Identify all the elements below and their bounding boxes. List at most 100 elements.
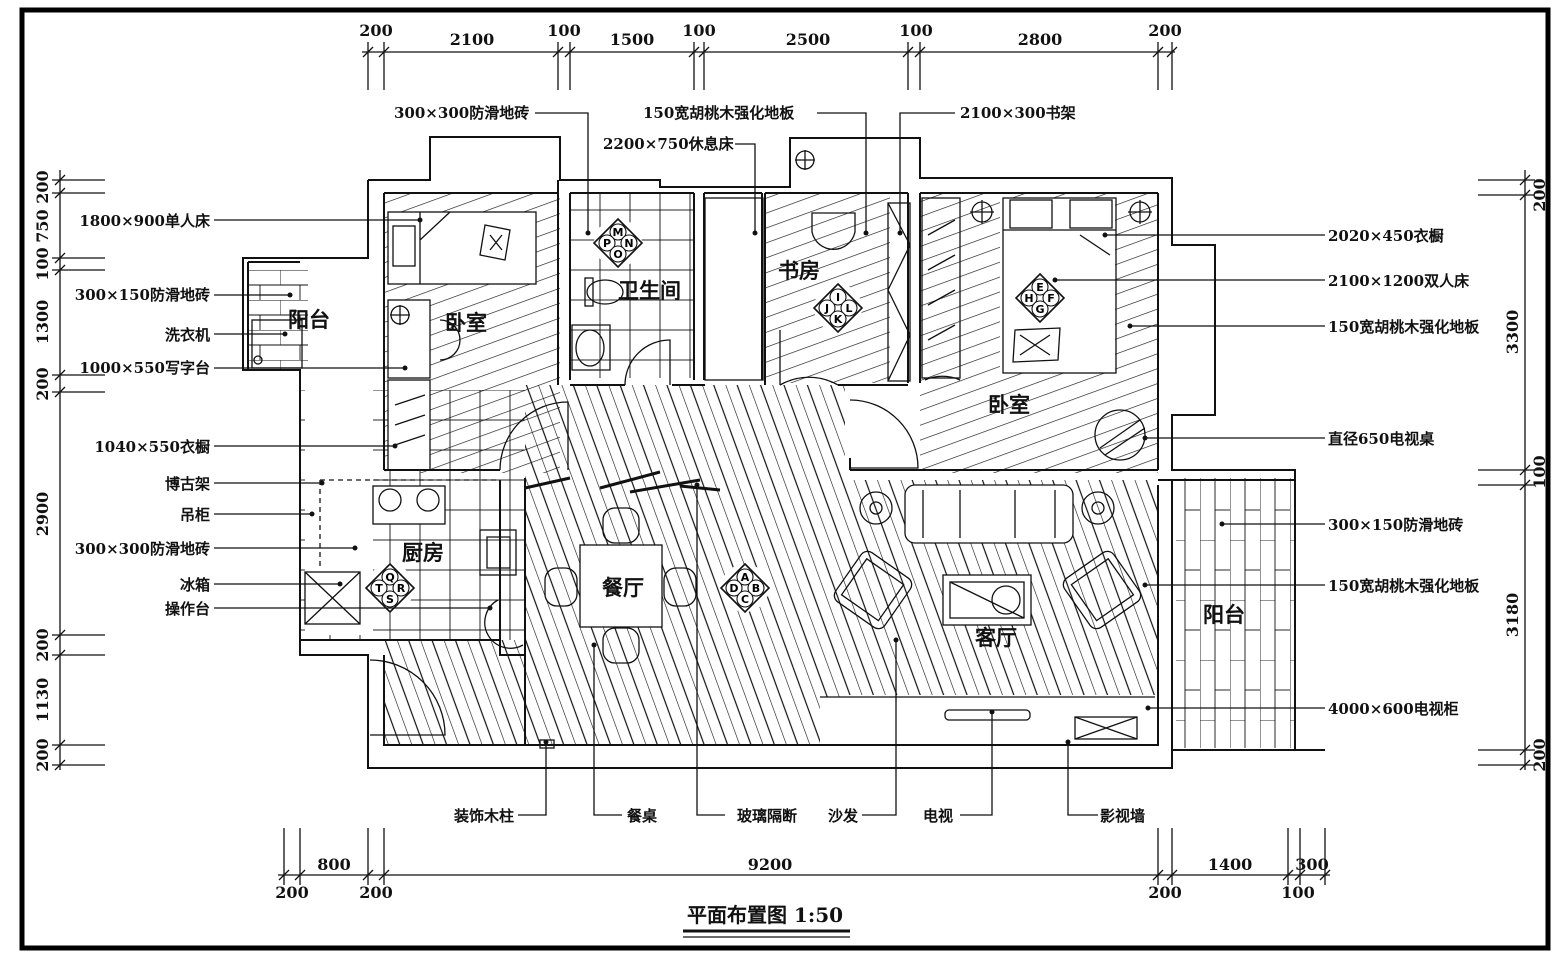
label-wood-column: 装饰木柱 (453, 807, 514, 825)
label-fridge: 冰箱 (180, 576, 210, 594)
label-tv-cabinet: 4000×600电视柜 (1328, 700, 1459, 718)
label-glass-partition: 玻璃隔断 (737, 807, 797, 825)
marker-letter: E (1036, 281, 1044, 294)
marker-letter: C (741, 593, 749, 606)
dim-top-100a: 100 (547, 21, 580, 40)
dim-left-750: 750 (33, 209, 52, 242)
label-walnut-floor-top: 150宽胡桃木强化地板 (643, 104, 795, 122)
label-lounge-bed: 2200×750休息床 (603, 135, 735, 153)
room-study: 书房 (778, 258, 820, 283)
room-bedroom-small: 卧室 (445, 310, 487, 335)
label-tv: 电视 (923, 807, 953, 825)
label-wardrobe-small: 1040×550衣橱 (94, 438, 210, 456)
drawing-border (19, 7, 1551, 951)
label-walnut-floor-master: 150宽胡桃木强化地板 (1328, 318, 1480, 336)
room-labels: 卧室 卫生间 书房 卧室 阳台 厨房 餐厅 客厅 阳台 (288, 258, 1245, 650)
drawing-title: 平面布置图 1:50 (687, 903, 843, 927)
label-double-bed: 2100×1200双人床 (1328, 272, 1470, 290)
dim-left-200b: 200 (33, 367, 52, 400)
label-tile-300x150-right: 300×150防滑地砖 (1328, 516, 1463, 534)
furniture (251, 150, 1155, 749)
room-balcony-right: 阳台 (1203, 602, 1245, 627)
dim-top-1500: 1500 (610, 30, 655, 49)
marker-letter: K (834, 313, 843, 326)
leader-dots (282, 217, 1225, 745)
dim-left-1130: 1130 (33, 678, 52, 723)
marker-letter: D (729, 582, 738, 595)
label-tv-table: 直径650电视桌 (1328, 430, 1435, 448)
dim-top-2800: 2800 (1018, 30, 1063, 49)
dim-bottom-100: 100 (1281, 883, 1314, 902)
label-walnut-floor-living: 150宽胡桃木强化地板 (1328, 577, 1480, 595)
room-living: 客厅 (975, 625, 1017, 650)
dim-right-200a: 200 (1530, 178, 1549, 211)
marker-master: EH FG (1014, 272, 1066, 324)
dim-bottom-800: 800 (317, 855, 350, 874)
dim-top-100b: 100 (682, 21, 715, 40)
leader-lines (214, 112, 1325, 816)
marker-letter: G (1035, 303, 1044, 316)
room-kitchen: 厨房 (402, 540, 444, 565)
marker-letter: F (1047, 292, 1055, 305)
dimension-lines (52, 42, 1535, 885)
label-tile-300x150-left: 300×150防滑地砖 (75, 286, 210, 304)
dim-top-2100: 2100 (450, 30, 495, 49)
dim-left-1300: 1300 (33, 300, 52, 345)
dim-bottom-200a: 200 (275, 883, 308, 902)
dim-top-100c: 100 (899, 21, 932, 40)
annotations: 1800×900单人床 300×150防滑地砖 洗衣机 1000×550写字台 … (75, 104, 1481, 825)
dim-right-3180: 3180 (1503, 593, 1522, 638)
dim-bottom-200c: 200 (1148, 883, 1181, 902)
marker-letter: T (375, 582, 383, 595)
dim-right-200b: 200 (1530, 738, 1549, 771)
marker-letter: J (824, 302, 829, 315)
dim-bottom-200b: 200 (359, 883, 392, 902)
walls (242, 136, 1325, 769)
marker-letter: I (836, 291, 840, 304)
label-tile-300x300-bath: 300×300防滑地砖 (394, 104, 529, 122)
dim-bottom-300: 300 (1295, 855, 1328, 874)
marker-letter: A (741, 571, 750, 584)
label-feature-wall: 影视墙 (1100, 807, 1145, 825)
room-balcony-left: 阳台 (288, 307, 330, 332)
marker-letter: R (397, 582, 406, 595)
dim-left-100: 100 (33, 247, 52, 280)
label-desk: 1000×550写字台 (79, 359, 210, 377)
label-wardrobe-master: 2020×450衣橱 (1328, 227, 1444, 245)
room-bedroom-master: 卧室 (988, 392, 1030, 417)
marker-letter: B (752, 582, 760, 595)
label-tile-300x300-kitchen: 300×300防滑地砖 (75, 540, 210, 558)
marker-kitchen: QT RS (364, 562, 416, 614)
marker-letter: H (1024, 292, 1033, 305)
dim-left-200d: 200 (33, 738, 52, 771)
dim-top-200b: 200 (1148, 21, 1181, 40)
label-dining-table: 餐桌 (627, 807, 658, 825)
label-bookshelf: 2100×300书架 (960, 104, 1076, 122)
dim-right-3300: 3300 (1503, 310, 1522, 355)
marker-letter: N (624, 237, 633, 250)
label-sofa: 沙发 (828, 807, 859, 825)
marker-study: IJ LK (812, 282, 864, 334)
marker-letter: L (845, 302, 852, 315)
label-counter: 操作台 (165, 600, 210, 618)
marker-letter: S (386, 593, 394, 606)
room-dining: 餐厅 (602, 575, 644, 600)
marker-letter: Q (385, 571, 394, 584)
dim-bottom-9200: 9200 (748, 855, 793, 874)
dim-bottom-1400: 1400 (1208, 855, 1253, 874)
dim-right-100: 100 (1530, 455, 1549, 488)
label-curio-shelf: 博古架 (165, 475, 210, 493)
label-washer: 洗衣机 (165, 326, 210, 344)
dim-top-200a: 200 (359, 21, 392, 40)
room-bathroom: 卫生间 (618, 278, 681, 303)
marker-letter: M (613, 226, 624, 239)
dim-left-2900: 2900 (33, 492, 52, 537)
marker-letter: O (613, 248, 622, 261)
dimension-text: 200 100 100 100 200 2100 1500 2500 2800 … (33, 21, 1549, 902)
dim-top-2500: 2500 (786, 30, 831, 49)
label-wall-cabinet: 吊柜 (180, 506, 210, 524)
dim-left-200a: 200 (33, 170, 52, 203)
